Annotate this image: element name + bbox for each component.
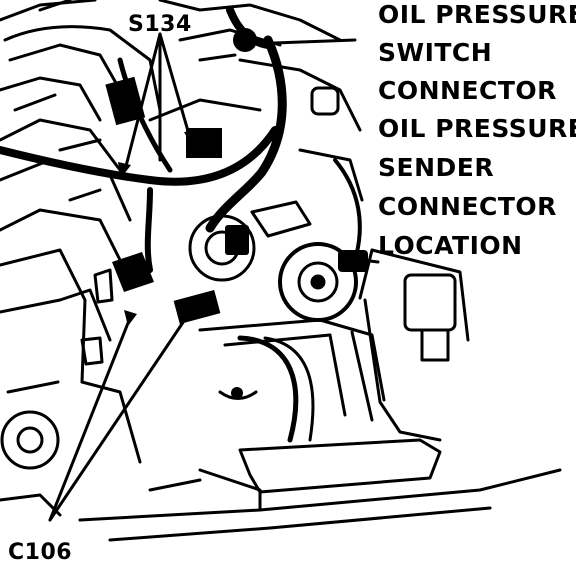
oil-pan [78, 318, 562, 542]
leader-arrowheads [118, 131, 352, 326]
label-oil-sender-line-4: LOCATION [378, 231, 523, 260]
label-oil-sender-line-3: CONNECTOR [378, 192, 557, 221]
label-s134: S134 [128, 12, 192, 37]
label-oil-sender-line-2: SENDER [378, 153, 495, 182]
label-oil-switch-line-2: SWITCH [378, 38, 493, 67]
label-c106: C106 [8, 540, 73, 565]
timing-cover [0, 248, 142, 517]
label-oil-switch-line-1: OIL PRESSURE [378, 0, 576, 29]
wire-harness [0, 6, 362, 273]
leader-lines [48, 32, 380, 522]
transmission-housing [358, 248, 470, 442]
label-oil-switch-line-3: CONNECTOR [378, 76, 557, 105]
label-oil-sender-line-1: OIL PRESSURE [378, 114, 576, 143]
